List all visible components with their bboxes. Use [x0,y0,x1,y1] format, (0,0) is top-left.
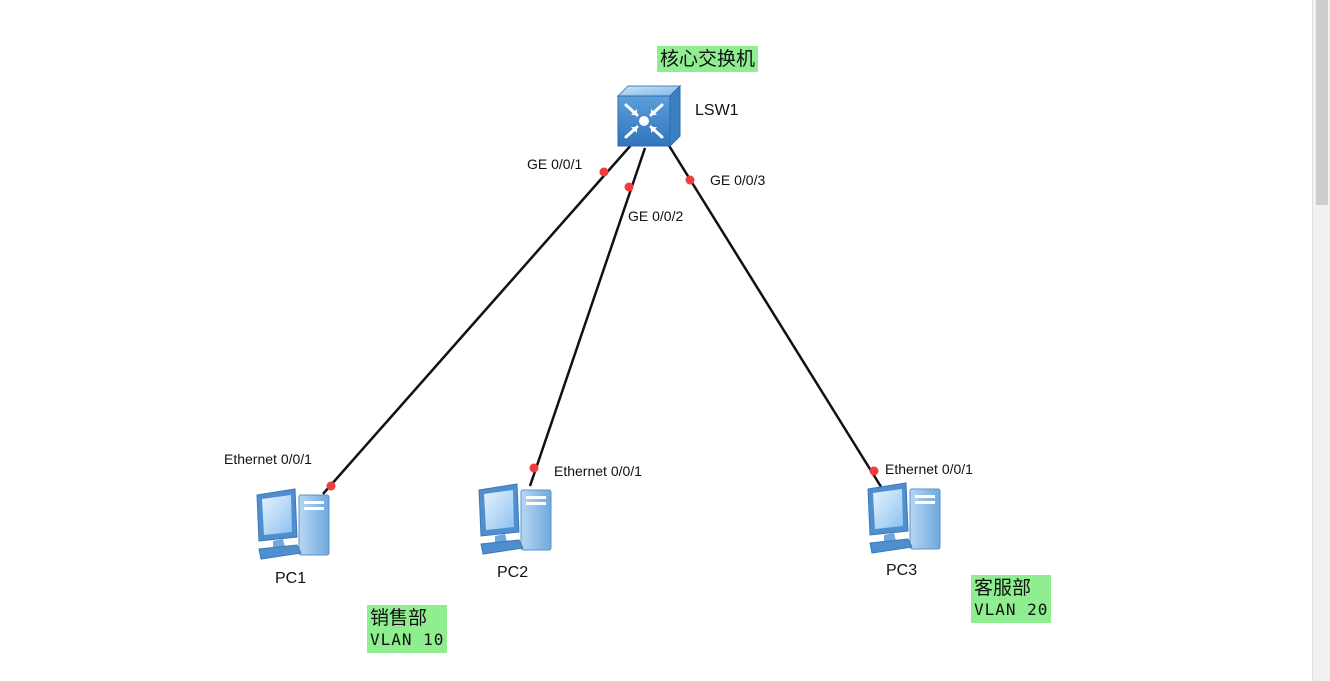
scrollbar-thumb[interactable] [1316,0,1328,205]
pc3-label: PC3 [886,562,918,579]
note-sales-vlan: VLAN 10 [370,630,445,649]
port-dot-pc2 [529,463,539,473]
port-dot-sw-ge3 [685,175,695,185]
note-sales-title: 销售部 [370,607,428,629]
pc2-label: PC2 [497,564,529,581]
note-service-vlan: VLAN 20 [974,600,1049,619]
port-dot-sw-ge2 [624,182,634,192]
port-dot-pc3 [869,466,879,476]
link-pc2[interactable] [528,147,647,487]
switch-icon[interactable] [612,84,682,150]
note-core-switch[interactable]: 核心交换机 [657,46,759,72]
note-core-title: 核心交换机 [660,48,756,70]
pc1-label: PC1 [275,570,307,587]
switch-label: LSW1 [695,102,739,119]
port-label-pc2: Ethernet 0/0/1 [554,463,642,479]
port-label-pc1: Ethernet 0/0/1 [224,451,312,467]
port-dot-pc1 [326,481,336,491]
pc2-icon[interactable] [473,482,555,560]
note-service-title: 客服部 [974,577,1032,599]
port-label-sw-ge3: GE 0/0/3 [710,172,766,188]
note-sales[interactable]: 销售部 VLAN 10 [367,605,448,653]
port-dot-sw-ge1 [599,167,609,177]
note-service[interactable]: 客服部 VLAN 20 [971,575,1052,623]
port-label-sw-ge2: GE 0/0/2 [628,208,684,224]
link-pc3[interactable] [666,143,885,491]
vertical-scrollbar[interactable] [1312,0,1330,681]
pc1-icon[interactable] [251,487,333,565]
pc3-icon[interactable] [862,481,944,559]
port-label-sw-ge1: GE 0/0/1 [527,156,583,172]
link-pc1[interactable] [322,143,633,495]
port-label-pc3: Ethernet 0/0/1 [885,461,973,477]
